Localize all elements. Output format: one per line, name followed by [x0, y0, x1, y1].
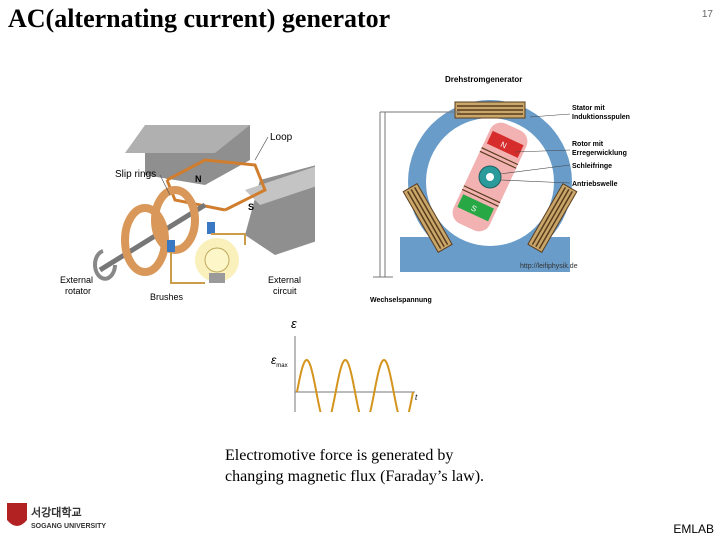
- label-s: S: [248, 202, 254, 212]
- label-stator: Stator mit: [572, 105, 605, 112]
- label-n: N: [195, 174, 202, 184]
- page-number: 17: [701, 9, 713, 20]
- y-max-label: εmax: [271, 353, 288, 369]
- label-slip-rings: Slip rings: [115, 169, 156, 180]
- y-axis-label: ε: [291, 316, 297, 331]
- label-loop: Loop: [270, 132, 293, 143]
- university-logo: 서강대학교 SOGANG UNIVERSITY: [7, 503, 106, 530]
- caption: Electromotive force is generated by chan…: [225, 445, 545, 487]
- stator-coil-right: [402, 183, 453, 253]
- svg-text:Induktionsspulen: Induktionsspulen: [572, 114, 630, 121]
- university-korean-name: 서강대학교: [31, 505, 82, 519]
- emf-sine-curve: [296, 358, 414, 412]
- label-rotor: Rotor mit: [572, 141, 604, 148]
- slip-ring-1: [121, 204, 169, 276]
- rotation-arrow-icon: [93, 249, 117, 281]
- slide-title: AC(alternating current) generator: [8, 4, 391, 33]
- ac-generator-diagram: Loop Slip rings N S External rotator Bru…: [60, 125, 315, 302]
- caption-line-2: changing magnetic flux (Faraday’s law).: [225, 468, 485, 485]
- watermark-url: http://leifiphysik.de: [520, 263, 578, 270]
- label-schleifringe: Schleifringe: [572, 163, 612, 170]
- svg-text:circuit: circuit: [273, 286, 297, 296]
- university-english-name: SOGANG UNIVERSITY: [31, 523, 106, 530]
- rotor-n-label: N: [499, 140, 508, 151]
- label-external-circuit: External: [268, 275, 301, 285]
- stator-coil-left: [527, 183, 578, 253]
- three-phase-title: Drehstromgenerator: [445, 75, 522, 84]
- brush-2: [207, 222, 215, 234]
- stator-coil-top: [454, 101, 526, 119]
- svg-text:Erregerwicklung: Erregerwicklung: [572, 150, 627, 157]
- label-brushes: Brushes: [150, 292, 184, 302]
- rotor-s-label: S: [469, 203, 478, 213]
- emf-graph: ε εmax t: [271, 316, 418, 412]
- label-external-rotator: External: [60, 275, 93, 285]
- footer-lab: EMLAB: [673, 522, 714, 536]
- svg-text:rotator: rotator: [65, 286, 91, 296]
- label-antriebswelle: Antriebswelle: [572, 181, 618, 188]
- label-wechselspannung: Wechselspannung: [370, 297, 432, 304]
- shield-icon: [7, 503, 27, 526]
- brush-1: [167, 240, 175, 252]
- shaft: [98, 202, 207, 273]
- three-phase-generator-diagram: Drehstromgenerator N S Sta: [370, 75, 630, 304]
- caption-line-1: Electromotive force is generated by: [225, 447, 454, 464]
- x-axis-label: t: [415, 393, 418, 402]
- light-bulb-icon: [204, 247, 230, 273]
- loop-coil: [166, 158, 267, 212]
